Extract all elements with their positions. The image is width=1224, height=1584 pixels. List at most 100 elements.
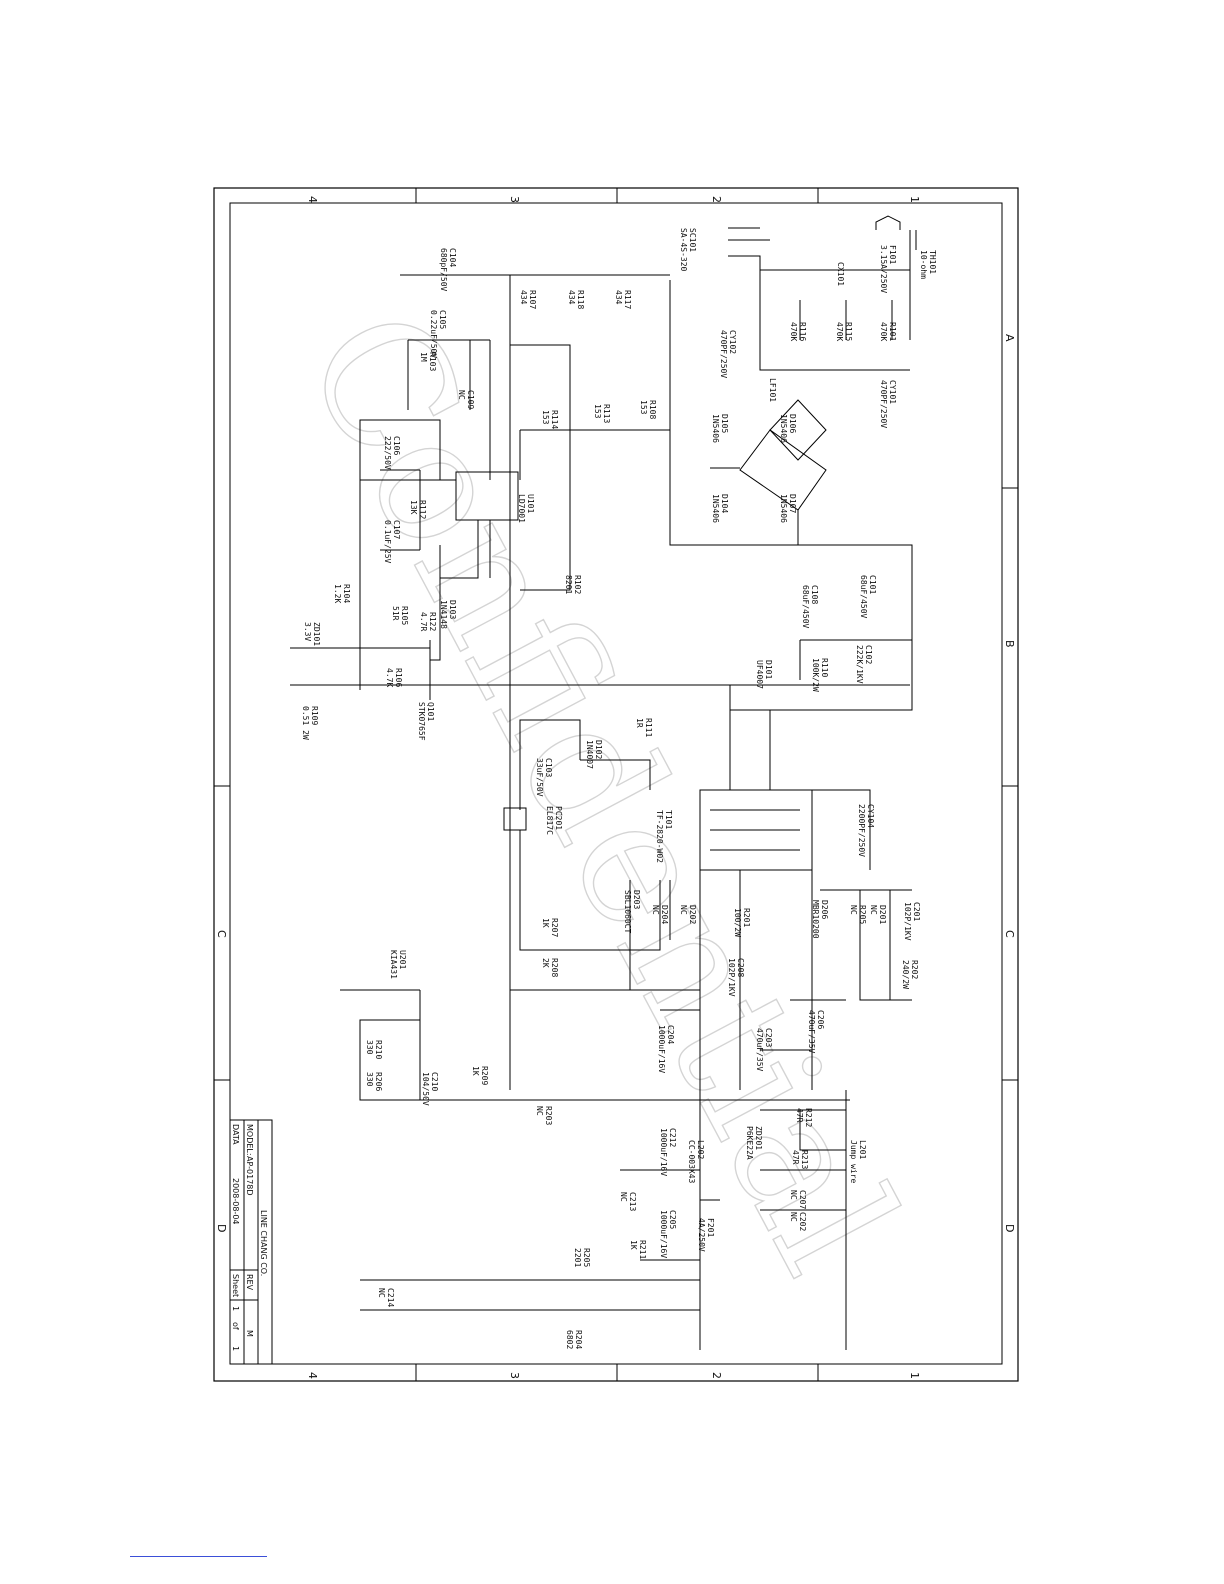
component-ref: D103 bbox=[448, 600, 457, 619]
component-ref: D202 bbox=[688, 905, 697, 924]
component-ref: D107 bbox=[788, 494, 797, 513]
sheet-label: Sheet bbox=[231, 1274, 240, 1297]
component-value: 153 bbox=[639, 400, 648, 415]
component-value: NC bbox=[789, 1190, 798, 1200]
component-ref: R213 bbox=[800, 1150, 809, 1169]
model-label: MODEL: bbox=[245, 1124, 254, 1156]
component-value: 240/2W bbox=[901, 960, 910, 989]
component-value: NC bbox=[619, 1192, 628, 1202]
rev-value: M bbox=[245, 1330, 254, 1337]
component-ref: C102 bbox=[864, 645, 873, 664]
component-ref: C206 bbox=[816, 1010, 825, 1029]
title-block: LINE CHANG CO. MODEL: AP-0178D REV M DAT… bbox=[229, 1119, 273, 1365]
component-ref: C212 bbox=[668, 1128, 677, 1147]
component-value: 2K bbox=[541, 958, 550, 968]
component-ref: C105 bbox=[438, 310, 447, 329]
component-value: 3.3V bbox=[303, 622, 312, 641]
component-ref: Q101 bbox=[426, 702, 435, 721]
component-value: 6802 bbox=[565, 1330, 574, 1349]
component-value: 100K/2W bbox=[811, 658, 820, 692]
component-ref: D106 bbox=[788, 414, 797, 433]
component-value: 8201 bbox=[564, 575, 573, 594]
sheet-total: 1 bbox=[231, 1346, 240, 1351]
component-ref: C104 bbox=[448, 248, 457, 267]
sheet-number: 1 bbox=[231, 1306, 240, 1311]
component-ref: R117 bbox=[623, 290, 632, 309]
component-value: 1N4007 bbox=[585, 740, 594, 769]
component-ref: CY104 bbox=[866, 804, 875, 828]
zone-number: 2 bbox=[710, 196, 723, 203]
date-label: DATA bbox=[231, 1124, 240, 1145]
component-value: 470K bbox=[789, 322, 798, 341]
component-ref: C210 bbox=[430, 1072, 439, 1091]
component-ref: R211 bbox=[638, 1240, 647, 1259]
component-value: 1M bbox=[419, 352, 428, 362]
component-ref: CY101 bbox=[888, 380, 897, 404]
component-ref: R108 bbox=[648, 400, 657, 419]
component-ref: R111 bbox=[644, 718, 653, 737]
component-value: 330 bbox=[365, 1040, 374, 1055]
component-ref: R107 bbox=[528, 290, 537, 309]
component-ref: R202 bbox=[910, 960, 919, 979]
component-value: 68uF/450V bbox=[801, 585, 810, 629]
component-value: 33uF/50V bbox=[535, 758, 544, 797]
component-ref: R104 bbox=[342, 584, 351, 603]
component-ref: D102 bbox=[594, 740, 603, 759]
component-value: EL817C bbox=[545, 806, 554, 835]
component-value: NC bbox=[869, 905, 878, 915]
component-value: 10-ohm bbox=[919, 250, 928, 279]
component-value: 1K bbox=[629, 1240, 638, 1250]
component-value: 1000uF/16V bbox=[659, 1128, 668, 1176]
component-value: NC bbox=[679, 905, 688, 915]
component-ref: R201 bbox=[742, 908, 751, 927]
component-value: 1N5406 bbox=[711, 494, 720, 523]
component-ref: R209 bbox=[480, 1066, 489, 1085]
watermark-text: Confidential bbox=[266, 280, 935, 1302]
component-ref: D204 bbox=[660, 905, 669, 924]
component-value: NC bbox=[457, 390, 466, 400]
component-ref: C103 bbox=[544, 758, 553, 777]
component-value: 434 bbox=[614, 290, 623, 305]
component-value: 1N5406 bbox=[779, 494, 788, 523]
component-value: 68uF/450V bbox=[859, 575, 868, 619]
component-ref: R103 bbox=[428, 352, 437, 371]
date-value: 2008-08-04 bbox=[231, 1178, 240, 1225]
component-ref: CX101 bbox=[836, 262, 845, 286]
component-ref: R208 bbox=[550, 958, 559, 977]
component-value: 0.1uF/25V bbox=[383, 520, 392, 564]
zone-number: 3 bbox=[508, 196, 521, 203]
zone-letter: C bbox=[215, 930, 228, 938]
component-ref: R114 bbox=[550, 410, 559, 429]
zone-letter: D bbox=[1003, 1224, 1016, 1232]
zone-letter: D bbox=[215, 1224, 228, 1232]
component-ref: F201 bbox=[706, 1218, 715, 1237]
component-ref: R113 bbox=[602, 404, 611, 423]
component-ref: R112 bbox=[418, 500, 427, 519]
